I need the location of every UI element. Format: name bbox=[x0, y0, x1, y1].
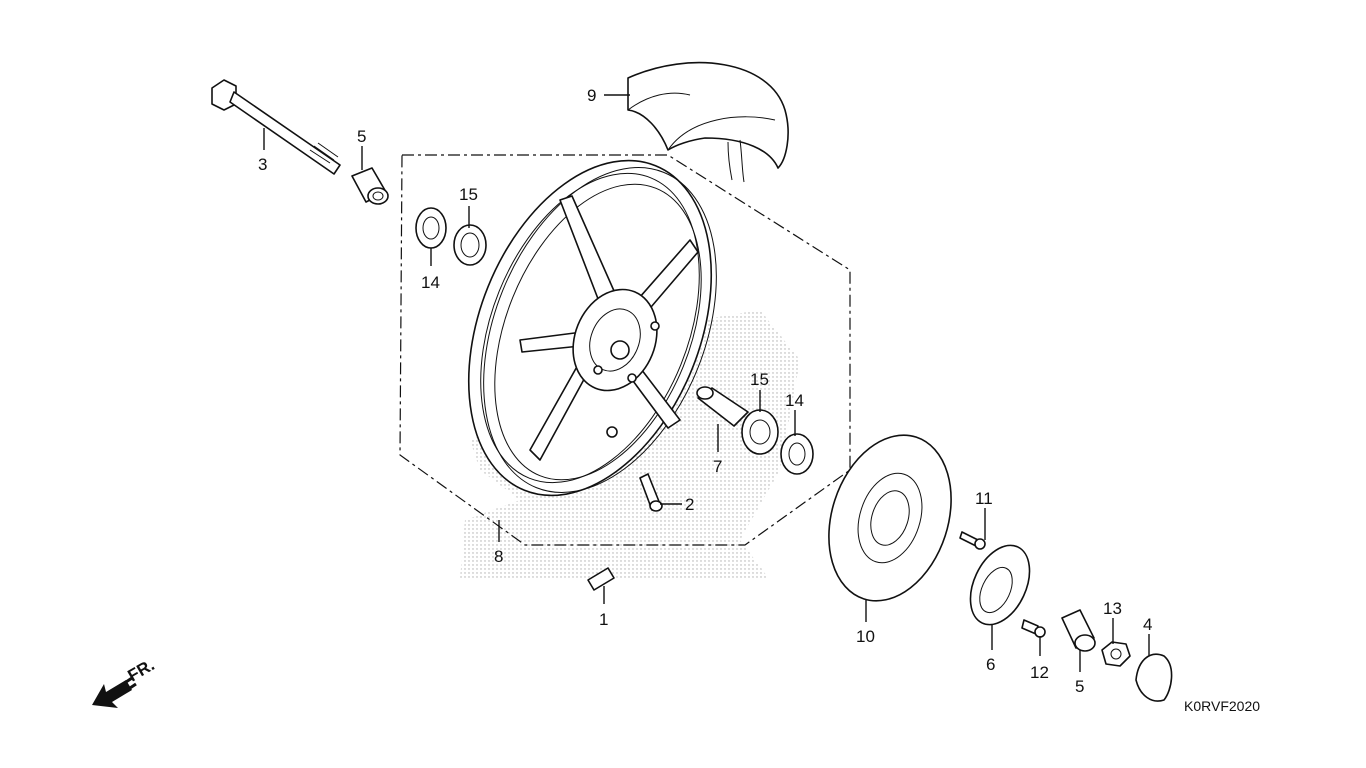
assembly-outline bbox=[399, 154, 851, 546]
brake-disc bbox=[828, 434, 952, 602]
collar-bottom bbox=[1061, 609, 1096, 652]
bearing-left-14 bbox=[415, 207, 447, 249]
ring-bolt bbox=[1021, 619, 1046, 638]
wheel bbox=[467, 159, 717, 497]
collar-top bbox=[351, 167, 389, 205]
air-valve bbox=[639, 473, 663, 512]
axle-nut bbox=[1101, 641, 1131, 667]
callout-3: 3 bbox=[258, 155, 267, 174]
callout-15-left: 15 bbox=[459, 185, 478, 204]
callout-5-bottom: 5 bbox=[1075, 677, 1084, 696]
callout-1: 1 bbox=[599, 610, 608, 629]
disc-bolt bbox=[959, 531, 986, 550]
axle-bolt bbox=[211, 79, 341, 175]
leader-lines bbox=[263, 94, 1150, 672]
bearing-left-15 bbox=[453, 224, 487, 266]
bearing-right-14 bbox=[780, 433, 814, 475]
distance-collar bbox=[696, 386, 749, 427]
callout-15-right: 15 bbox=[750, 370, 769, 389]
front-direction-arrow: FR. bbox=[92, 655, 158, 708]
callout-12: 12 bbox=[1030, 663, 1049, 682]
axle-cap bbox=[1135, 653, 1173, 702]
callout-2: 2 bbox=[685, 495, 694, 514]
balance-weight bbox=[587, 567, 615, 591]
callout-9: 9 bbox=[587, 86, 596, 105]
callout-7: 7 bbox=[713, 457, 722, 476]
callout-5-top: 5 bbox=[357, 127, 366, 146]
callout-4: 4 bbox=[1143, 615, 1152, 634]
tire bbox=[627, 61, 789, 183]
callout-14-right: 14 bbox=[785, 391, 804, 410]
callout-6: 6 bbox=[986, 655, 995, 674]
callouts: 1 2 3 4 5 5 6 7 8 9 10 11 12 13 14 14 15… bbox=[258, 86, 1152, 696]
callout-13: 13 bbox=[1103, 599, 1122, 618]
callout-11: 11 bbox=[975, 489, 993, 508]
bearing-right-15 bbox=[741, 409, 779, 455]
callout-8: 8 bbox=[494, 547, 503, 566]
arrow-left-down-icon bbox=[92, 680, 132, 708]
pulser-ring bbox=[969, 544, 1031, 626]
diagram-code: K0RVF2020 bbox=[1184, 698, 1260, 714]
callout-10: 10 bbox=[856, 627, 875, 646]
callout-14-left: 14 bbox=[421, 273, 440, 292]
